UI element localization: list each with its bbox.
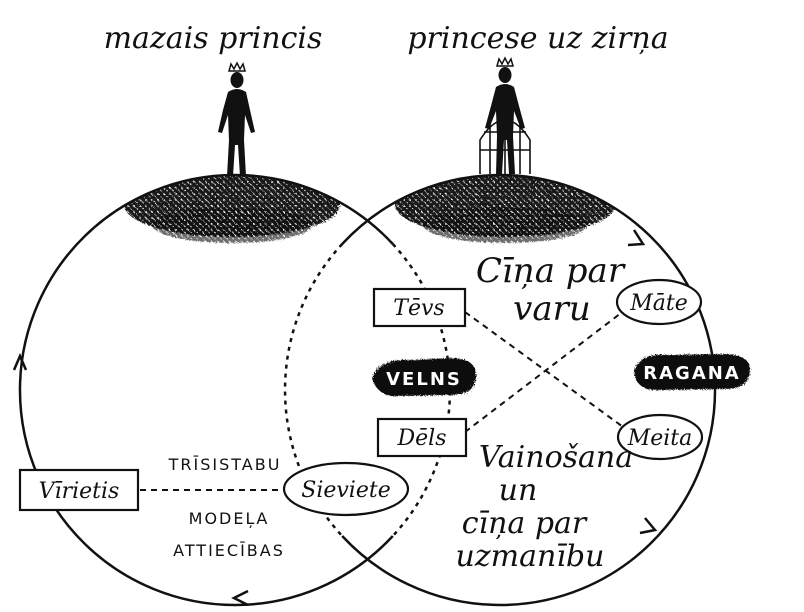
note-cina-par-varu: Cīņa par varu	[476, 251, 626, 329]
line-dels-mate	[464, 309, 626, 433]
oval-sieviete-label: Sieviete	[301, 478, 390, 503]
circle-right-dotted	[283, 243, 344, 537]
box-tevs-label: Tēvs	[393, 296, 444, 321]
note-cina-line2: varu	[513, 289, 591, 329]
oval-sieviete: Sieviete	[282, 461, 410, 517]
circle-left-dotted	[391, 243, 452, 537]
box-virietis: Vīrietis	[18, 468, 140, 512]
oval-meita: Meita	[616, 413, 704, 461]
note-trisistabu: TRĪSISTABU MODEĻA ATTIECĪBAS	[168, 455, 285, 560]
cage-icon	[479, 112, 531, 174]
note-tris-line2: MODEĻA	[189, 509, 270, 528]
arrow-right-bottom-icon	[639, 517, 658, 535]
note-cina-line1: Cīņa par	[476, 251, 626, 291]
box-virietis-label: Vīrietis	[39, 479, 120, 504]
title-right: princese uz zirņa	[407, 21, 668, 56]
note-vainosana: Vainošana un cīņa par uzmanību	[456, 440, 634, 574]
little-prince-figure	[218, 61, 255, 176]
box-dels-label: Dēls	[397, 426, 447, 451]
velns-label: VELNS	[386, 369, 462, 390]
note-vain-line4: uzmanību	[456, 539, 605, 574]
line-tevs-meita	[464, 311, 631, 433]
title-left: mazais princis	[104, 21, 323, 56]
arrow-left-up-icon	[12, 352, 28, 371]
box-tevs: Tēvs	[372, 287, 467, 328]
circle-right-solid	[341, 173, 717, 607]
arrow-right-top-icon	[627, 229, 646, 247]
velns-blob: VELNS	[372, 358, 477, 397]
planet-surface-right	[395, 175, 615, 243]
circle-left-solid	[18, 173, 394, 607]
note-vain-line3: cīņa par	[462, 506, 588, 541]
note-tris-line3: ATTIECĪBAS	[173, 541, 285, 560]
princess-figure	[479, 56, 531, 174]
oval-mate-label: Māte	[629, 291, 688, 316]
box-dels: Dēls	[376, 417, 468, 458]
note-vain-line2: un	[499, 473, 538, 508]
arrow-left-bottom-icon	[231, 589, 249, 607]
ragana-blob: RAGANA	[634, 354, 751, 391]
note-vain-line1: Vainošana	[479, 440, 633, 475]
ragana-label: RAGANA	[643, 363, 741, 384]
planet-surface-left	[124, 175, 340, 243]
oval-meita-label: Meita	[627, 426, 693, 451]
oval-mate: Māte	[615, 278, 703, 326]
note-tris-line1: TRĪSISTABU	[168, 455, 282, 474]
